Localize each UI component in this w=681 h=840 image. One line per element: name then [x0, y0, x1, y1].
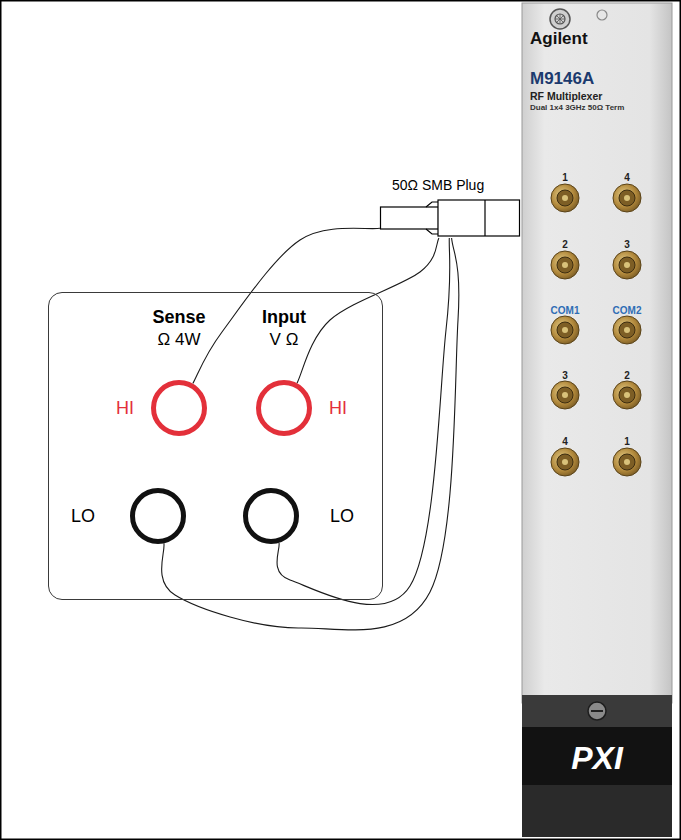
port-label: 1	[624, 436, 630, 447]
smb-connector	[551, 184, 641, 476]
terminal-heading: Input	[260, 307, 308, 328]
port-label: 3	[562, 370, 568, 381]
binding-post: LO	[243, 488, 299, 544]
smb-plug	[381, 200, 520, 236]
port-label: COM1	[551, 305, 580, 316]
model-number: M9146A	[530, 69, 594, 89]
pxi-module: AgilentM9146ARF MultiplexerDual 1x4 3GHz…	[522, 3, 672, 837]
binding-post: HI	[256, 380, 312, 436]
port-label: 2	[624, 370, 630, 381]
port-label: 2	[562, 239, 568, 250]
pxi-module	[522, 3, 672, 837]
port-label: 1	[562, 172, 568, 183]
port-label: 4	[562, 436, 568, 447]
pxi-logo: PXI	[571, 740, 623, 777]
port-label: 3	[624, 239, 630, 250]
terminal-label: HI	[114, 398, 136, 419]
test-lead-wire	[162, 238, 459, 630]
port-label: 4	[624, 172, 630, 183]
port-label: COM2	[613, 305, 642, 316]
function-label: Ω 4W	[156, 330, 203, 350]
binding-post: HI	[151, 380, 207, 436]
smb-plug: 50Ω SMB Plug	[380, 198, 520, 238]
test-lead-wire	[297, 238, 439, 383]
module-type: RF Multiplexer	[530, 90, 602, 102]
binding-post: LO	[130, 488, 186, 544]
terminal-label: LO	[328, 506, 356, 527]
terminal-heading: Sense	[150, 307, 207, 328]
terminal-label: LO	[69, 506, 97, 527]
brand-name: Agilent	[530, 29, 588, 49]
function-label: V Ω	[268, 330, 301, 350]
plug-label: 50Ω SMB Plug	[390, 177, 486, 193]
terminal-label: HI	[327, 398, 349, 419]
meter-panel: SenseΩ 4W InputV Ω HI HI LO LO	[48, 292, 383, 600]
module-spec: Dual 1x4 3GHz 50Ω Term	[530, 103, 624, 112]
